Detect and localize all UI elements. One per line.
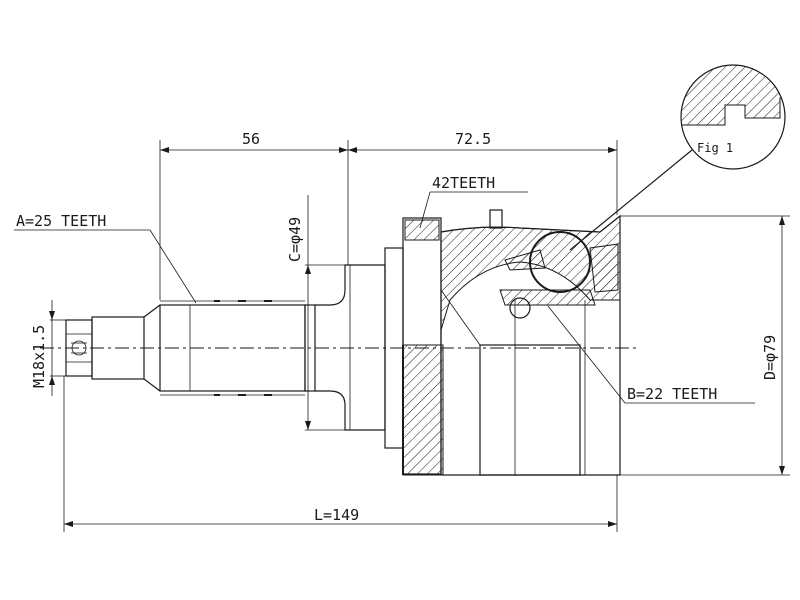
inner-spline-label: B=22 TEETH	[627, 385, 717, 403]
threaded-end	[65, 304, 161, 392]
callout-abs-teeth: 42TEETH	[419, 174, 528, 229]
shaft-neck	[304, 264, 386, 431]
abs-teeth-label: 42TEETH	[432, 174, 495, 192]
shaft-length-value: 56	[242, 130, 260, 148]
callout-outer-spline: A=25 TEETH	[14, 212, 197, 304]
seal-diameter-value: C=φ49	[286, 217, 304, 262]
overall-length-value: L=149	[314, 506, 359, 524]
dim-thread: M18x1.5	[30, 300, 66, 396]
dim-shaft-length: 56	[159, 130, 349, 300]
outer-spline-label: A=25 TEETH	[16, 212, 106, 230]
fig1-label: Fig 1	[697, 141, 733, 155]
callout-inner-spline: B=22 TEETH	[547, 305, 755, 404]
dim-body-length: 72.5	[348, 130, 618, 215]
splined-shaft	[159, 300, 306, 396]
cage-and-balls	[499, 231, 619, 319]
dim-outer-diameter: D=φ79	[620, 215, 790, 476]
outer-diameter-value: D=φ79	[761, 335, 779, 380]
bell-housing	[440, 209, 621, 476]
dim-overall-length: L=149	[63, 376, 618, 532]
fig1-detail: Fig 1	[569, 64, 786, 251]
thread-value: M18x1.5	[30, 325, 48, 388]
dim-seal-diameter: C=φ49	[286, 195, 345, 431]
abs-ring	[384, 217, 444, 476]
body-length-value: 72.5	[455, 130, 491, 148]
